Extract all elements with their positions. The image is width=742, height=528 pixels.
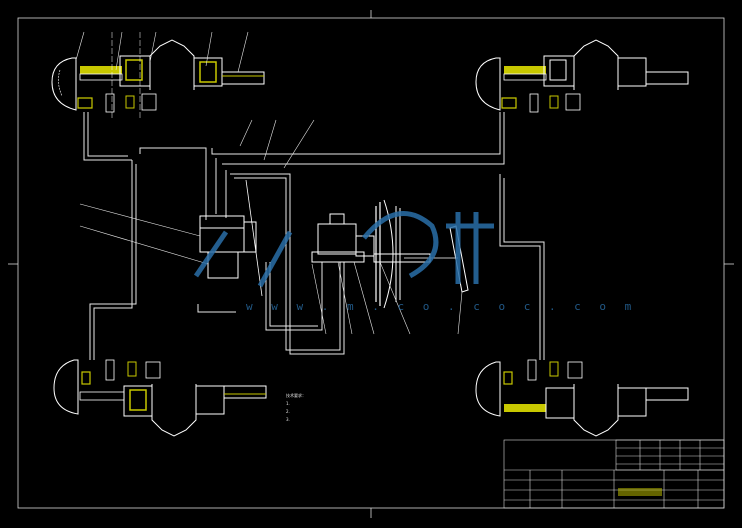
wheel-assembly-front-right — [475, 39, 689, 113]
title-block — [503, 439, 725, 509]
leader-lines — [75, 31, 463, 335]
wheel-assembly-rear-right — [475, 359, 689, 437]
wheel-assembly-rear-left — [53, 359, 267, 437]
note-line: 2. — [286, 409, 290, 414]
note-line: 技术要求： — [286, 393, 306, 398]
brake-pipelines — [83, 112, 545, 360]
wheel-assembly-front-left — [51, 32, 265, 120]
watermark-logo — [193, 211, 494, 288]
note-line: 1. — [286, 401, 290, 406]
drawing-frame — [8, 10, 734, 518]
technical-notes: 技术要求： 1. 2. 3. — [286, 392, 446, 424]
note-line: 3. — [286, 417, 290, 422]
brake-control-valve — [199, 179, 263, 297]
watermark-text: w w w . m . c o . c o c . c o m — [246, 300, 638, 313]
